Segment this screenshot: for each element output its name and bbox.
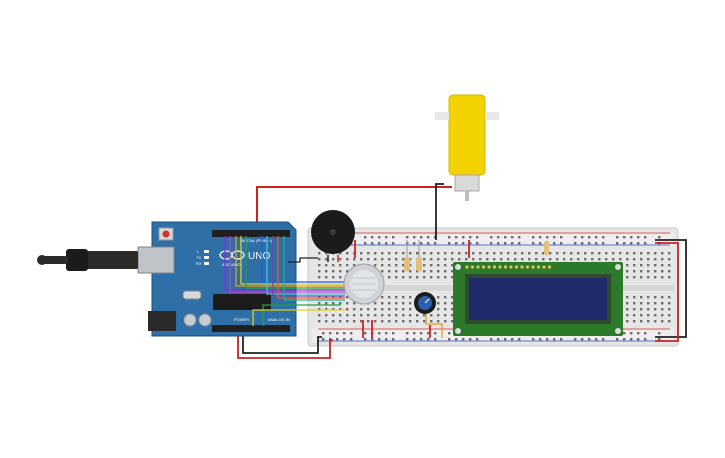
lcd-pins: [465, 265, 552, 269]
lcd-pin: [525, 265, 530, 269]
power-label: POWER: [234, 317, 249, 322]
wire-black-bottom: [242, 330, 322, 354]
wire-red-right: [655, 242, 679, 342]
wire-black-motor: [435, 183, 444, 240]
lcd-pin: [498, 265, 502, 269]
lcd-pin: [476, 265, 480, 269]
dc-motor-icon[interactable]: [435, 94, 499, 201]
buzzer-icon[interactable]: [311, 210, 355, 254]
lcd-pin: [536, 265, 541, 269]
lcd-display[interactable]: [453, 262, 623, 336]
microcontroller-chip: [213, 294, 271, 310]
arduino-uno-board[interactable]: L TX RX UNO ARDUINO DIGITAL (PWM ~) POWE…: [137, 221, 297, 337]
wire-red-motor: [256, 186, 452, 232]
resistor-icon: [404, 240, 549, 271]
gas-sensor-icon[interactable]: [343, 263, 385, 305]
wires: [237, 183, 687, 359]
arduino-logo: [219, 250, 245, 260]
lcd-pin: [514, 265, 519, 269]
lcd-pin: [520, 265, 524, 269]
lcd-pin: [542, 265, 546, 269]
lcd-pin: [503, 265, 508, 269]
power-jack: [148, 311, 176, 331]
brand-label: ARDUINO: [222, 262, 240, 267]
wire-red-bottom: [237, 330, 333, 359]
lcd-pin: [509, 265, 513, 269]
analog-label: ANALOG IN: [268, 317, 290, 322]
jumpers: [354, 240, 470, 338]
led-l-label: L: [197, 249, 200, 254]
usb-cable-icon[interactable]: [37, 249, 138, 271]
led-tx-label: TX: [196, 255, 201, 260]
signal-wires: [224, 236, 345, 326]
lcd-pin: [481, 265, 486, 269]
usb-port: [137, 246, 175, 274]
potentiometer-icon[interactable]: [414, 292, 443, 338]
digital-label: DIGITAL (PWM ~): [240, 238, 273, 243]
lcd-pin: [487, 265, 491, 269]
lcd-pin: [492, 265, 497, 269]
lcd-pin: [470, 265, 475, 269]
led-rx-label: RX: [196, 261, 202, 266]
lcd-pin: [531, 265, 535, 269]
wire-black-right: [655, 239, 687, 338]
lcd-pin: [465, 265, 469, 269]
board-name-label: UNO: [248, 251, 270, 262]
lcd-pin: [547, 265, 552, 269]
